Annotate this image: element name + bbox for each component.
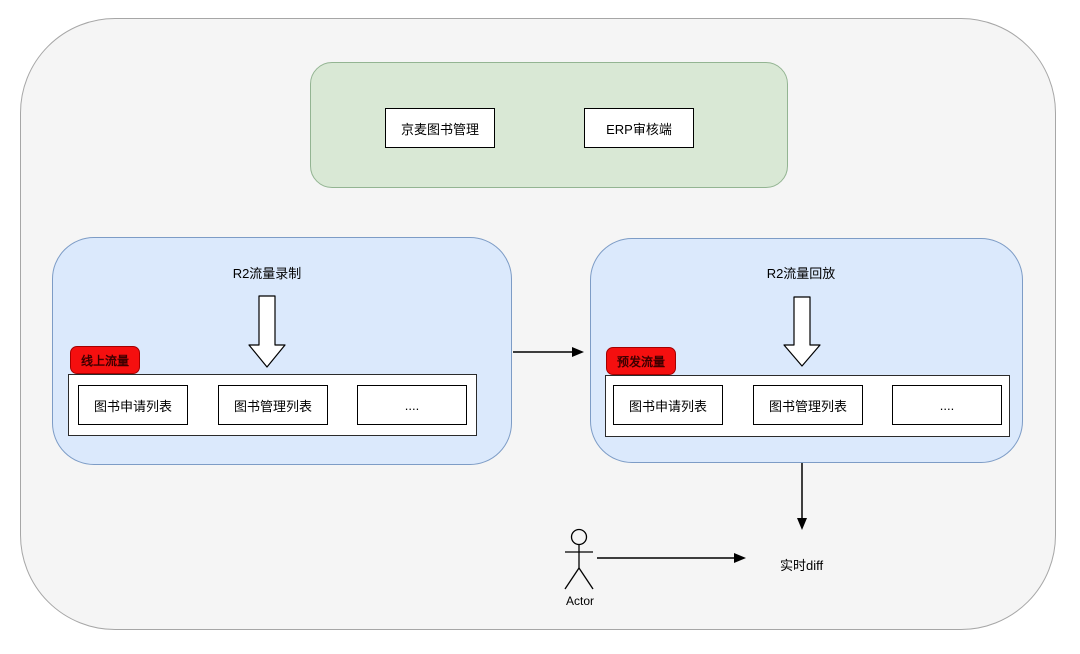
record-item-ellipsis: .... <box>357 385 467 425</box>
node-jingmai-book-management: 京麦图书管理 <box>385 108 495 148</box>
preprod-traffic-badge: 预发流量 <box>606 347 676 375</box>
item-label: 图书管理列表 <box>233 398 312 414</box>
replay-panel-title: R2流量回放 <box>766 266 836 281</box>
item-label: 图书申请列表 <box>628 398 707 414</box>
item-label: 图书管理列表 <box>768 398 847 414</box>
actor-label: Actor <box>565 594 594 608</box>
item-label: .... <box>404 397 420 413</box>
replay-item-ellipsis: .... <box>892 385 1002 425</box>
record-item-book-apply-list: 图书申请列表 <box>78 385 188 425</box>
online-traffic-badge: 线上流量 <box>70 346 140 374</box>
item-label: .... <box>939 397 955 413</box>
realtime-diff-label: 实时diff <box>780 558 824 573</box>
badge-label: 线上流量 <box>80 353 129 368</box>
record-item-book-manage-list: 图书管理列表 <box>218 385 328 425</box>
systems-panel <box>310 62 788 188</box>
replay-item-book-apply-list: 图书申请列表 <box>613 385 723 425</box>
node-label: 京麦图书管理 <box>400 121 479 137</box>
node-label: ERP审核端 <box>606 121 672 137</box>
badge-label: 预发流量 <box>616 354 665 369</box>
item-label: 图书申请列表 <box>93 398 172 414</box>
replay-item-book-manage-list: 图书管理列表 <box>753 385 863 425</box>
node-erp-review: ERP审核端 <box>584 108 694 148</box>
record-panel-title: R2流量录制 <box>232 266 302 281</box>
